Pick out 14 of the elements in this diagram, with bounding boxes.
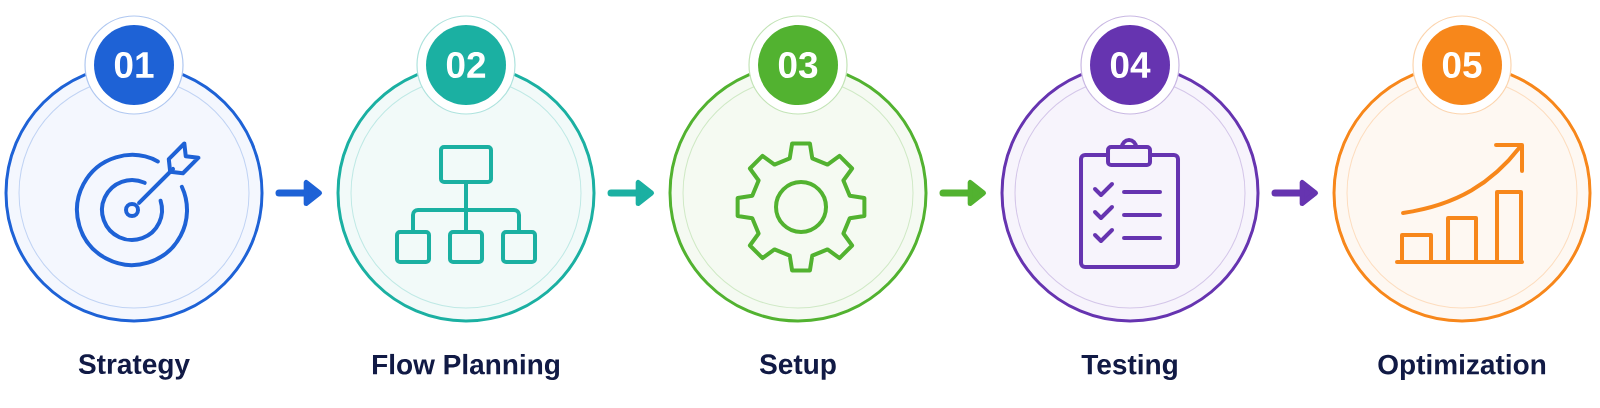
number-badge: 04 [1080, 15, 1180, 115]
step-label: Strategy [78, 354, 190, 380]
step-label: Setup [759, 354, 836, 380]
arrow [1271, 179, 1318, 207]
number-badge: 03 [748, 15, 848, 115]
number-badge: 01 [84, 15, 184, 115]
step-label: Testing [1081, 353, 1177, 381]
number-badge: 05 [1412, 15, 1512, 115]
arrow [939, 179, 986, 207]
step-label: Optimization [1378, 353, 1546, 381]
arrow [607, 179, 654, 207]
step-label: Flow Planning [373, 353, 560, 381]
number-badge: 02 [416, 15, 516, 115]
arrow [275, 179, 322, 207]
